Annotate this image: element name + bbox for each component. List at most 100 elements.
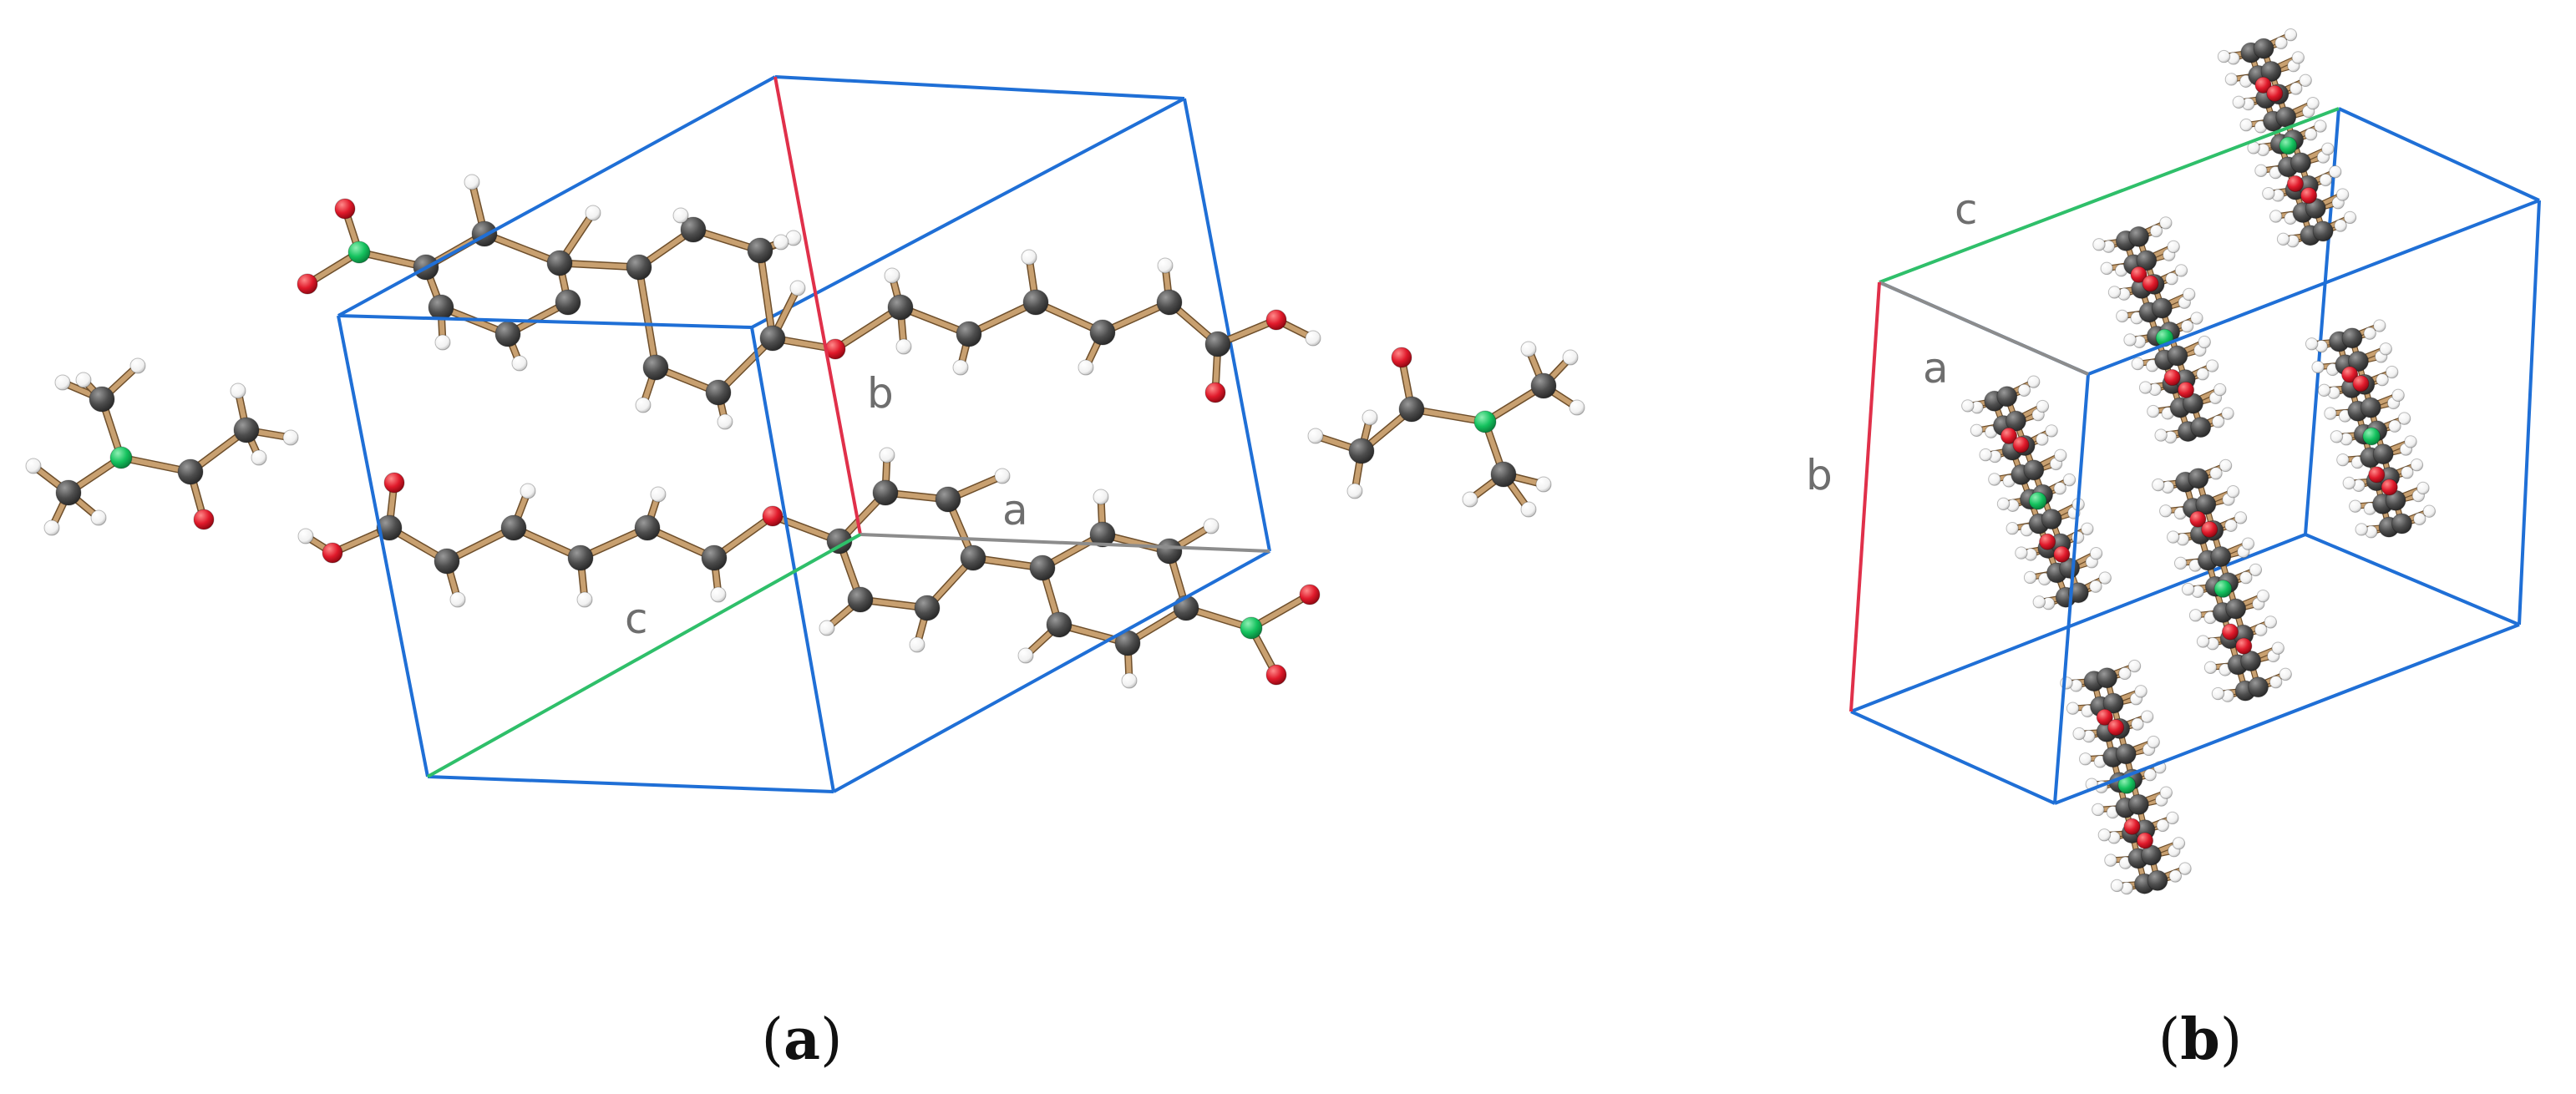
carbon-atom bbox=[2195, 494, 2217, 515]
hydrogen-atom bbox=[2156, 818, 2169, 833]
carbon-atom bbox=[1029, 555, 1056, 581]
hydrogen-atom bbox=[2363, 327, 2376, 340]
hydrogen-atom bbox=[2239, 571, 2253, 585]
hydrogen-atom bbox=[2239, 118, 2253, 132]
hydrogen-atom bbox=[2181, 582, 2195, 596]
carbon-atom bbox=[1996, 386, 2018, 408]
hydrogen-atom bbox=[1520, 341, 1537, 357]
hydrogen-atom bbox=[2053, 482, 2066, 495]
hydrogen-atom bbox=[994, 468, 1011, 484]
hydrogen-atom bbox=[2205, 359, 2219, 372]
oxygen-atom bbox=[2189, 510, 2207, 528]
hydrogen-atom bbox=[789, 280, 806, 296]
carbon-atom bbox=[546, 250, 573, 276]
oxygen-atom bbox=[2381, 479, 2398, 496]
hydrogen-atom bbox=[1562, 349, 1579, 366]
hydrogen-atom bbox=[1346, 483, 1363, 499]
oxygen-atom bbox=[762, 505, 783, 527]
oxygen-atom bbox=[2130, 266, 2148, 283]
hydrogen-atom bbox=[2081, 522, 2094, 536]
hydrogen-atom bbox=[2314, 119, 2327, 133]
hydrogen-atom bbox=[2173, 556, 2188, 570]
panel-a-molecules bbox=[25, 174, 1585, 689]
hydrogen-atom bbox=[2401, 466, 2414, 479]
hydrogen-atom bbox=[54, 374, 71, 391]
nitrogen-atom bbox=[1240, 616, 1263, 640]
lower-molecule bbox=[297, 447, 1321, 689]
carbon-atom bbox=[1490, 461, 1517, 488]
panel-b-molecules bbox=[1961, 28, 2437, 895]
hydrogen-atom bbox=[2289, 82, 2303, 95]
hydrogen-atom bbox=[1017, 647, 1034, 664]
hydrogen-atom bbox=[2221, 407, 2234, 420]
carbon-atom bbox=[1089, 319, 1116, 346]
hydrogen-atom bbox=[2256, 589, 2270, 603]
hydrogen-atom bbox=[2123, 333, 2137, 347]
hydrogen-atom bbox=[251, 449, 267, 466]
hydrogen-atom bbox=[2299, 73, 2312, 88]
hydrogen-atom bbox=[1462, 491, 1478, 508]
hydrogen-atom bbox=[2254, 164, 2268, 178]
hydrogen-atom bbox=[1988, 473, 2001, 486]
carbon-atom bbox=[2260, 60, 2282, 82]
hydrogen-atom bbox=[2335, 188, 2350, 201]
hydrogen-atom bbox=[464, 174, 480, 190]
carbon-atom bbox=[960, 544, 986, 571]
panel-b-axis-a-label: a bbox=[1923, 344, 1949, 393]
panel-a-caption: (a) bbox=[761, 1006, 842, 1073]
hydrogen-atom bbox=[2388, 419, 2401, 433]
hydrogen-atom bbox=[2167, 530, 2180, 544]
oxygen-atom bbox=[2142, 275, 2159, 292]
oxygen-atom bbox=[2000, 427, 2018, 444]
panel-b: c a b (b) bbox=[1806, 28, 2541, 1073]
carbon-atom bbox=[1530, 372, 1557, 399]
carbon-atom bbox=[2372, 443, 2394, 465]
carbon-atom bbox=[1173, 595, 1199, 621]
hydrogen-atom bbox=[2167, 240, 2180, 254]
hydrogen-atom bbox=[1996, 497, 2011, 511]
hydrogen-atom bbox=[434, 334, 451, 351]
carbon-atom bbox=[2347, 351, 2369, 372]
hydrogen-atom bbox=[2209, 467, 2223, 480]
hydrogen-atom bbox=[297, 528, 314, 544]
hydrogen-atom bbox=[2159, 216, 2173, 230]
carbon-atom bbox=[2127, 793, 2149, 815]
panel-b-cell-back-edges bbox=[1850, 107, 2540, 713]
hydrogen-atom bbox=[75, 372, 92, 388]
hydrogen-atom bbox=[2196, 367, 2209, 381]
hydrogen-atom bbox=[2410, 458, 2424, 472]
carbon-atom bbox=[567, 544, 594, 571]
hydrogen-atom bbox=[2324, 407, 2337, 420]
oxygen-atom bbox=[383, 472, 405, 494]
hydrogen-atom bbox=[710, 586, 727, 603]
right-solvent-molecule bbox=[1307, 341, 1585, 518]
hydrogen-atom bbox=[90, 509, 107, 526]
carbon-atom bbox=[2041, 509, 2062, 530]
carbon-atom bbox=[2097, 667, 2118, 689]
hydrogen-atom bbox=[2072, 727, 2086, 741]
carbon-atom bbox=[500, 514, 527, 541]
panel-a-axis-b-label: b bbox=[867, 369, 894, 418]
carbon-atom bbox=[2275, 106, 2297, 128]
column-molecule-1 bbox=[2217, 28, 2357, 248]
carbon-atom bbox=[701, 544, 728, 571]
hydrogen-atom bbox=[1569, 399, 1585, 416]
hydrogen-atom bbox=[25, 458, 42, 474]
hydrogen-atom bbox=[2321, 142, 2335, 156]
hydrogen-atom bbox=[2306, 96, 2320, 110]
bond bbox=[716, 336, 775, 395]
hydrogen-atom bbox=[2165, 271, 2178, 286]
column-molecule-3-atoms bbox=[2305, 319, 2437, 539]
carbon-atom bbox=[434, 548, 460, 575]
hydrogen-atom bbox=[2097, 828, 2112, 842]
hydrogen-atom bbox=[2168, 869, 2183, 883]
hydrogen-atom bbox=[2089, 547, 2103, 560]
nitrogen-atom bbox=[2362, 427, 2381, 446]
carbon-atom bbox=[2190, 417, 2212, 438]
hydrogen-atom bbox=[2147, 735, 2160, 749]
hydrogen-atom bbox=[1520, 501, 1537, 518]
hydrogen-atom bbox=[2104, 853, 2117, 867]
hydrogen-atom bbox=[2023, 570, 2037, 585]
hydrogen-atom bbox=[2217, 49, 2231, 63]
hydrogen-atom bbox=[2107, 286, 2122, 299]
